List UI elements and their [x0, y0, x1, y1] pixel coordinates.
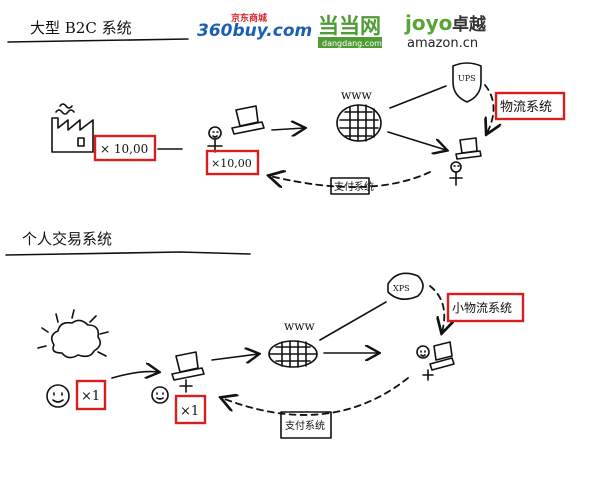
arrow-seller-to-laptop	[111, 372, 158, 378]
logo-360buy: 360buy.com 京东商城	[197, 12, 312, 41]
logo-joyo-url: amazon.cn	[407, 36, 478, 51]
logo-360buy-cn: 京东商城	[231, 12, 267, 24]
www-label: www	[341, 88, 373, 102]
section1-title: 大型 B2C 系统	[30, 19, 132, 37]
logo-dangdang-main: 当当网	[318, 14, 381, 38]
online-seller-laptop-icon	[171, 351, 205, 393]
line-www-to-ups	[389, 85, 447, 109]
arrow-payment-return-1	[270, 172, 431, 187]
buyer-qty-box-2	[174, 394, 207, 425]
payment-box-1	[330, 177, 370, 195]
factory-qty-label: × 10,00	[100, 142, 148, 156]
section1-underline	[7, 38, 189, 43]
www-label-2: www	[284, 319, 316, 333]
payment-label-1: 支付系统	[334, 180, 374, 193]
logo-joyo-main: joyo	[404, 11, 452, 35]
buyer-icon-2	[416, 341, 455, 381]
arrow-payment-return-2	[222, 377, 409, 416]
logo-dangdang-url: dangdang.com	[322, 39, 382, 48]
section2-underline	[5, 251, 251, 256]
seller-person-icon	[46, 384, 70, 408]
logistics-box	[494, 91, 566, 121]
www-globe-icon	[336, 104, 382, 142]
ups-shield-icon	[452, 62, 482, 103]
buyer-face-icon-2	[151, 386, 169, 404]
arrow-xps-to-buyer	[429, 285, 444, 332]
buyer-icon	[449, 137, 482, 186]
seller-qty-box-2	[75, 379, 107, 411]
seller-qty-label: ×10,00	[211, 157, 252, 170]
xps-label: XPS	[393, 284, 410, 293]
logistics-label: 物流系统	[500, 100, 552, 115]
idea-cloud-icon	[37, 309, 109, 359]
factory-qty-box	[93, 134, 157, 162]
seller-qty-box	[205, 149, 260, 176]
arrow-ups-to-buyer	[485, 84, 494, 133]
arrow-www-to-buyer	[387, 131, 446, 150]
payment-label-2: 支付系统	[285, 419, 325, 432]
seller-laptop-icon	[207, 105, 265, 153]
logo-joyo: joyo 卓越 amazon.cn	[404, 11, 487, 51]
www-globe-icon-2	[268, 340, 318, 368]
logo-360buy-main: 360buy.com	[197, 21, 312, 41]
arrow-seller-to-www	[271, 128, 304, 130]
section2-title: 个人交易系统	[22, 230, 112, 248]
xps-badge-icon	[387, 272, 424, 300]
small-logistics-label: 小物流系统	[452, 301, 512, 315]
line-www-to-xps	[319, 301, 387, 341]
payment-box-2	[280, 411, 332, 439]
seller-qty-label-2: ×1	[81, 389, 100, 404]
logo-joyo-cn: 卓越	[452, 14, 487, 35]
arrow-laptop-to-www	[211, 354, 258, 360]
ups-label: UPS	[458, 74, 476, 83]
factory-icon	[51, 103, 94, 153]
logo-dangdang: 当当网 dangdang.com	[318, 14, 382, 48]
buyer-qty-label-2: ×1	[180, 404, 199, 419]
small-logistics-box	[446, 292, 525, 323]
